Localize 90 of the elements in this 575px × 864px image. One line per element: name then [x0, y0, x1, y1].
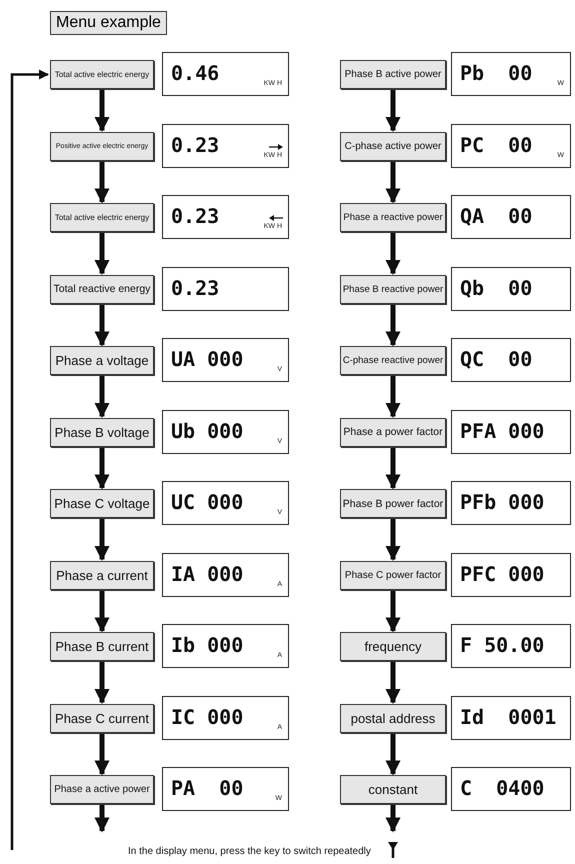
- arrow: [386, 233, 400, 275]
- menu-item-box: Phase B active power: [340, 60, 446, 89]
- display-reading: C 0400: [460, 776, 544, 800]
- display-reading: Ib 000: [171, 633, 244, 657]
- menu-item-box: Phase B reactive power: [340, 274, 446, 304]
- lcd-display: [162, 767, 289, 811]
- menu-item-box: Phase C voltage: [50, 489, 154, 518]
- lcd-display: [162, 124, 289, 168]
- display-reading: PC 00: [460, 132, 532, 156]
- display-reading: Ub 000: [171, 418, 244, 442]
- arrow: [10, 70, 49, 850]
- arrow: [94, 162, 110, 204]
- display-reading: UC 000: [171, 490, 244, 514]
- title: Menu example: [50, 11, 167, 35]
- arrow: [386, 162, 400, 204]
- menu-item-box: Phase a reactive power: [340, 203, 446, 232]
- arrow: [386, 662, 400, 704]
- display-reading: PA 00: [171, 776, 244, 800]
- menu-item-box: Phase a active power: [50, 775, 154, 804]
- display-reading: QC 00: [460, 347, 532, 371]
- menu-item-box: constant: [340, 775, 446, 804]
- arrow: [94, 590, 110, 632]
- display-reading: F 50.00: [460, 633, 544, 657]
- display-reading: Id 0001: [460, 704, 556, 728]
- lcd-display: [162, 195, 289, 239]
- display-reading: 0.23: [171, 132, 220, 156]
- display-reading: Pb 00: [460, 61, 532, 85]
- menu-item-box: frequency: [340, 632, 446, 661]
- lcd-display: [162, 481, 289, 525]
- menu-item-box: Total reactive energy: [50, 274, 154, 304]
- arrow: [386, 590, 400, 632]
- display-reading: IA 000: [171, 562, 244, 586]
- lcd-display: [451, 552, 571, 596]
- lcd-display: [451, 195, 571, 239]
- menu-item-box: C-phase reactive power: [340, 346, 446, 375]
- arrow: [386, 90, 400, 132]
- menu-item-box: Phase C power factor: [340, 560, 446, 590]
- lcd-display: [162, 266, 289, 310]
- display-reading: PFb 000: [460, 490, 544, 514]
- lcd-display: [451, 124, 571, 168]
- menu-item-box: Phase B voltage: [50, 418, 154, 446]
- lcd-display: [451, 624, 571, 668]
- arrow: [94, 233, 110, 275]
- display-reading: 0.46: [171, 61, 220, 85]
- lcd-display: [451, 410, 571, 454]
- arrow: [94, 304, 110, 346]
- note-text: In the display menu, press the key to switch repeatedly: [128, 846, 371, 857]
- arrow: [386, 376, 400, 418]
- lcd-display: [162, 696, 289, 740]
- arrow: [386, 448, 400, 490]
- lcd-display: [451, 338, 571, 382]
- menu-item-box: postal address: [340, 704, 446, 732]
- lcd-display: [162, 552, 289, 596]
- display-reading: 0.23: [171, 276, 220, 300]
- menu-item-box: Phase B power factor: [340, 489, 446, 518]
- arrow: [94, 662, 110, 704]
- menu-item-box: Phase C current: [50, 704, 154, 732]
- arrow: [94, 734, 110, 776]
- display-reading: QA 00: [460, 204, 532, 228]
- lcd-display: [451, 767, 571, 811]
- arrow: [94, 376, 110, 418]
- arrow: [94, 90, 110, 132]
- menu-item-box: Phase a voltage: [50, 346, 154, 375]
- arrow: [386, 304, 400, 346]
- menu-item-box: C-phase active power: [340, 132, 446, 160]
- lcd-display: [162, 624, 289, 668]
- arrow: [94, 805, 110, 832]
- menu-item-box: Phase a power factor: [340, 418, 446, 446]
- lcd-display: [162, 52, 289, 96]
- display-reading: 0.23: [171, 204, 220, 228]
- lcd-display: [451, 266, 571, 310]
- lcd-display: [162, 410, 289, 454]
- arrow: [386, 519, 400, 561]
- menu-item-box: Total active electric energy: [50, 60, 154, 89]
- display-reading: Qb 00: [460, 276, 532, 300]
- arrow: [94, 448, 110, 490]
- menu-item-box: Phase B current: [50, 632, 154, 661]
- lcd-display: [162, 338, 289, 382]
- display-reading: PFA 000: [460, 418, 544, 442]
- arrow: [94, 519, 110, 561]
- menu-item-box: Total active electric energy: [50, 203, 154, 232]
- arrow: [386, 734, 400, 776]
- lcd-display: [451, 481, 571, 525]
- display-reading: IC 000: [171, 704, 244, 728]
- lcd-display: [451, 696, 571, 740]
- display-reading: PFC 000: [460, 562, 544, 586]
- display-reading: UA 000: [171, 347, 244, 371]
- lcd-display: [451, 52, 571, 96]
- arrow: [386, 805, 400, 832]
- menu-item-box: Phase a current: [50, 560, 154, 590]
